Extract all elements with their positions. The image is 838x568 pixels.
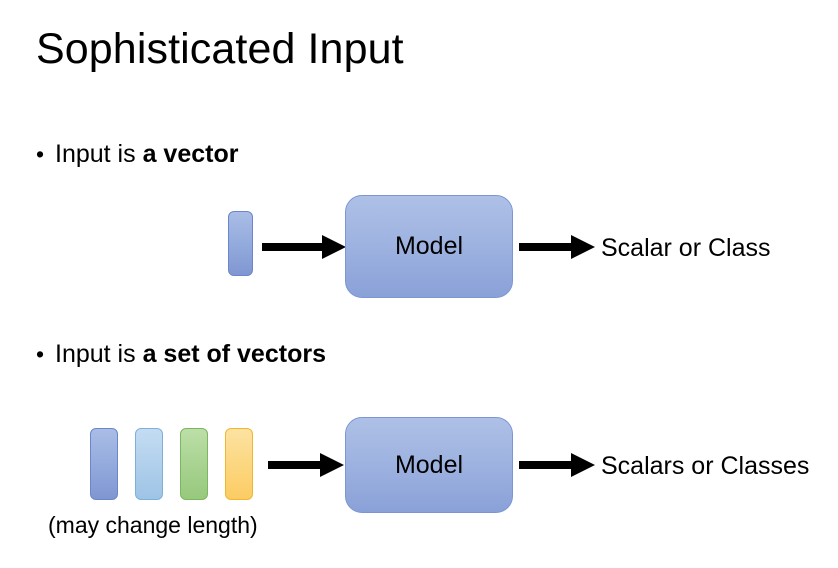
- input-vector-bar-4: [225, 428, 253, 500]
- model-box: Model: [345, 195, 513, 298]
- input-arrow-icon: [262, 235, 346, 259]
- output-label: Scalar or Class: [601, 234, 771, 262]
- bullet-2-emphasis-text: a set of vectors: [142, 340, 326, 368]
- model-label: Model: [394, 450, 464, 479]
- output-arrow-icon: [519, 235, 595, 259]
- bullet-1-lead-text: Input is: [55, 140, 143, 168]
- input-vector-bar-1: [90, 428, 118, 500]
- input-arrow-icon: [268, 453, 344, 477]
- input-vector-bar: [228, 211, 253, 276]
- input-vector-bar-3: [180, 428, 208, 500]
- bullet-2-lead-text: Input is: [55, 340, 143, 368]
- page-title: Sophisticated Input: [36, 25, 404, 73]
- output-arrow-icon: [519, 453, 595, 477]
- model-box: Model: [345, 417, 513, 513]
- bullet-marker-icon: •: [36, 141, 45, 167]
- vector-length-caption: (may change length): [48, 512, 258, 538]
- bullet-item-1: • Input is a vector: [36, 139, 238, 170]
- output-label: Scalars or Classes: [601, 452, 810, 480]
- bullet-marker-icon: •: [36, 341, 45, 367]
- input-vector-bar-2: [135, 428, 163, 500]
- model-label: Model: [394, 232, 464, 260]
- bullet-1-emphasis-text: a vector: [142, 140, 239, 168]
- bullet-item-2: • Input is a set of vectors: [36, 339, 326, 370]
